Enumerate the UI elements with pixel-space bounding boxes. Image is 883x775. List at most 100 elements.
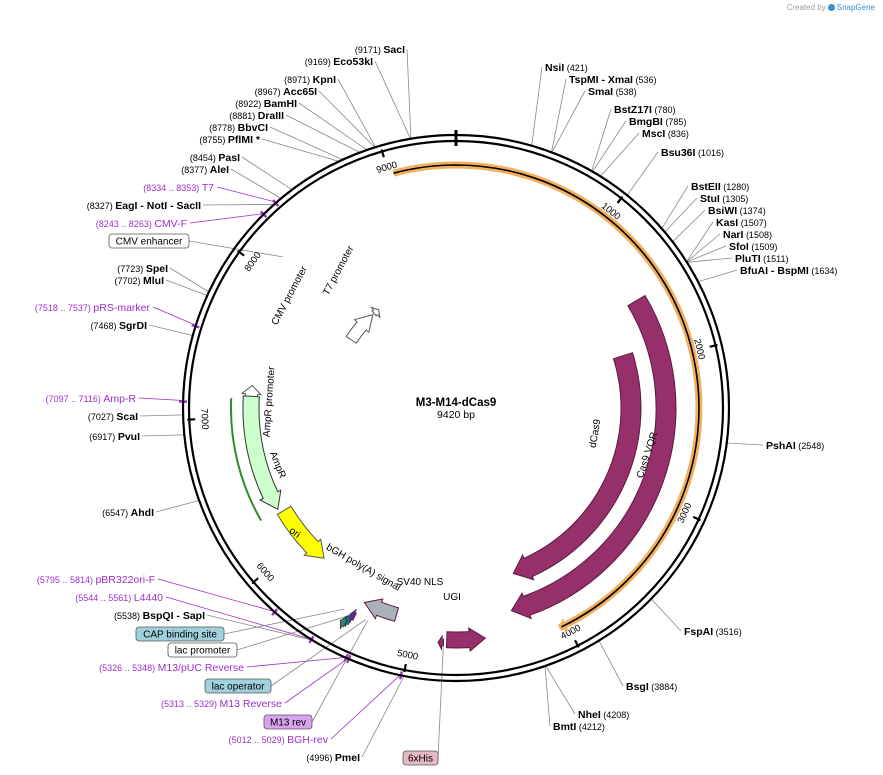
leader-line	[686, 257, 733, 263]
leader-line	[285, 114, 361, 153]
enzyme-bspqi-sapi: (5538) BspQI - SapI	[114, 610, 205, 622]
leader-line	[165, 279, 208, 296]
enzyme-sfoi: SfoI (1509)	[729, 241, 777, 253]
bgh-poly-a-signal-arrow	[363, 598, 400, 622]
enzyme-nari: NarI (1508)	[723, 229, 772, 241]
tick-label: 5000	[396, 648, 419, 663]
primer-cmv-f: (8243 .. 8263) CMV-F	[96, 218, 187, 230]
6xhis-tag-box	[402, 750, 439, 766]
leader-line	[672, 209, 706, 243]
enzyme-sgrdi: (7468) SgrDI	[90, 320, 147, 332]
leader-line	[157, 578, 275, 612]
primer-amp-r: (7097 .. 7116) Amp-R	[45, 393, 136, 405]
leader-line	[246, 657, 346, 668]
cas9-orf-line	[393, 164, 700, 629]
ugi-arrow	[445, 627, 487, 653]
leader-line	[544, 666, 551, 727]
enzyme-bsgi: BsgI (3884)	[626, 681, 677, 693]
feature-arrows	[229, 161, 703, 653]
leader-line	[650, 598, 682, 632]
primer-prs-marker: (7518 .. 7537) pRS-marker	[35, 302, 151, 314]
leader-line	[337, 78, 376, 148]
leader-line	[165, 596, 311, 640]
m13-rev-tag: M13 rev	[263, 714, 313, 730]
cas9-vqr-arrow	[510, 294, 677, 620]
t7-promoter-label: T7 promoter	[321, 244, 357, 298]
enzyme-acc65i: (8967) Acc65I	[255, 86, 317, 98]
tick-label: 6000	[254, 561, 276, 584]
enzyme-pluti: PluTI (1511)	[735, 253, 789, 265]
leader-line	[188, 240, 283, 258]
cmv-enhancer-tag-box	[108, 233, 190, 249]
leader-line	[318, 90, 376, 148]
cmv-enhancer-tag: CMV enhancer	[108, 233, 190, 249]
enzyme-bamhi: (8922) BamHI	[235, 98, 297, 110]
enzyme-eco53ki: (9169) Eco53kI	[305, 56, 373, 68]
label-leader-lines	[138, 48, 764, 759]
snapgene-credit: Created by SnapGene	[787, 3, 875, 12]
cmv-promoter-arrow	[345, 313, 374, 344]
enzyme-bmgbi: BmgBI (785)	[629, 116, 686, 128]
enzyme-pflmi: (8755) PflMI *	[199, 134, 261, 146]
m13-rev-tag-label: M13 rev	[270, 718, 306, 729]
enzyme-pmei: (4996) PmeI	[306, 752, 360, 764]
enzyme-bsteii: BstEII (1280)	[691, 181, 749, 193]
leader-line	[284, 658, 349, 704]
leader-line	[206, 614, 313, 641]
leader-line	[169, 267, 210, 293]
leader-line	[298, 102, 368, 151]
enzyme-kpni: (8971) KpnI	[284, 74, 336, 86]
tick-mark	[403, 663, 407, 673]
leader-line	[686, 245, 727, 263]
leader-line	[361, 675, 405, 758]
tick-mark	[574, 639, 580, 648]
snapgene-logo-icon	[827, 4, 835, 11]
tick-mark	[251, 577, 259, 585]
ori-label: ori	[287, 525, 303, 541]
credit-brand: SnapGene	[836, 3, 875, 12]
leader-line	[697, 269, 738, 283]
leader-line	[551, 90, 586, 153]
tick-mark	[616, 196, 624, 204]
enzyme-draiii: (8881) DraIII	[229, 110, 284, 122]
bgh-poly-a-signal-label: bGH poly(A) signal	[324, 542, 402, 593]
leader-line	[141, 434, 185, 437]
plasmid-name: M3-M14-dCas9	[416, 397, 497, 409]
ampr-arrow	[242, 395, 282, 511]
enzyme-nsii: NsiI (421)	[545, 62, 588, 74]
primer-bgh-rev: (5012 .. 5029) BGH-rev	[229, 734, 329, 746]
enzyme-smai: SmaI (538)	[588, 86, 637, 98]
leader-line	[269, 126, 343, 160]
leader-line	[152, 306, 197, 326]
enzyme-bsu36i: Bsu36I (1016)	[661, 147, 724, 159]
ampr-orf-line	[229, 398, 262, 521]
leader-line	[592, 120, 627, 172]
m13-rev-tag-box	[263, 714, 313, 730]
leader-line	[236, 613, 354, 651]
lac-operator-tag: lac operator	[204, 678, 272, 694]
cap-binding-site-tag-label: CAP binding site	[143, 630, 217, 641]
orf-arrowhead	[558, 618, 570, 631]
tick-mark	[380, 149, 385, 158]
primer-l4440: (5544 .. 5561) L4440	[75, 592, 163, 604]
tick-label: 7000	[198, 408, 210, 430]
enzyme-spei: (7723) SpeI	[117, 263, 168, 275]
leader-line	[545, 665, 576, 715]
primer-pbr322ori-f: (5795 .. 5814) pBR322ori-F	[37, 574, 155, 586]
lac-promoter-tag-label: lac promoter	[175, 646, 231, 657]
ampr-promoter-label: AmpR promoter	[262, 366, 278, 438]
enzyme-pshai: PshAI (2548)	[766, 440, 824, 452]
leader-line	[330, 674, 401, 740]
leader-line	[686, 233, 721, 263]
leader-line	[138, 397, 184, 401]
6xhis-tag-label: 6xHis	[408, 754, 433, 765]
enzyme-scai: (7027) ScaI	[88, 411, 138, 423]
primer-t7: (8334 .. 8353) T7	[143, 182, 214, 194]
leader-line	[437, 637, 445, 759]
leader-line	[202, 204, 275, 206]
leader-line	[374, 60, 411, 139]
leader-line	[155, 500, 200, 513]
enzyme-kasi: KasI (1507)	[716, 217, 767, 229]
ugi-label: UGI	[443, 592, 461, 603]
credit-prefix: Created by	[786, 3, 826, 12]
